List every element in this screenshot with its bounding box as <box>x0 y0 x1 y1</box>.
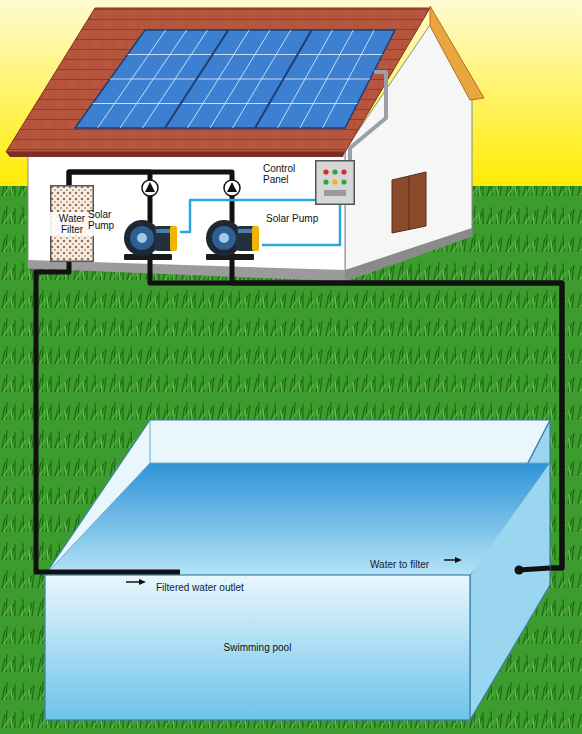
pump-drawing <box>236 226 258 251</box>
text-holder: Swimming pool <box>45 642 470 653</box>
control-box <box>332 169 337 174</box>
pool-drawing <box>45 575 470 720</box>
cable-conduit <box>350 72 386 160</box>
pool-drawing <box>45 463 550 575</box>
control-box <box>341 179 346 184</box>
solar-panel <box>75 30 395 128</box>
house <box>345 228 472 281</box>
house <box>430 6 484 100</box>
label-text: Water to filter <box>370 559 429 570</box>
outlet-label: Filtered water outlet <box>156 577 244 595</box>
control-box <box>315 160 355 205</box>
solar-panel <box>93 30 383 128</box>
node-text: Swimming pool <box>45 642 470 653</box>
flow-symbol <box>227 182 237 192</box>
solar-panel <box>323 30 375 128</box>
solar-panel <box>98 30 166 128</box>
node-text: Solar Pump <box>88 209 117 231</box>
flow-symbol <box>224 180 240 196</box>
control-box <box>324 190 346 196</box>
pump-drawing <box>230 205 235 223</box>
pump-drawing <box>154 226 176 251</box>
house <box>409 176 410 230</box>
solar-panel <box>255 30 312 128</box>
node-text: Water Filter <box>50 212 94 236</box>
pool-drawing <box>519 568 550 570</box>
pool-drawing <box>45 570 180 575</box>
filter-body <box>51 186 94 262</box>
pool-drawing <box>515 566 524 575</box>
control-box <box>323 169 328 174</box>
text-holder: Control Panel <box>263 163 311 185</box>
inlet-label: Water to filter <box>370 554 429 572</box>
pump-drawing <box>238 229 252 233</box>
pump-drawing <box>219 233 229 243</box>
pool-drawing <box>455 557 462 563</box>
solar-pump: Solar Pump <box>118 205 180 263</box>
pool-drawing <box>45 420 550 575</box>
pump-drawing <box>156 229 170 233</box>
house <box>28 260 345 281</box>
pool-drawing <box>45 420 550 720</box>
pool-drawing <box>126 581 140 583</box>
solar-panel <box>278 30 333 128</box>
water-pipe <box>36 262 69 572</box>
flow-symbol <box>142 180 158 196</box>
swimming-pool: Swimming pool <box>45 420 550 720</box>
water-filter: Water Filter <box>50 185 94 262</box>
flow-symbol <box>142 180 158 196</box>
pump-drawing <box>148 205 153 223</box>
node-text: Solar Pump <box>266 213 318 224</box>
text-holder: Water Filter <box>50 185 94 262</box>
text-holder: Solar Pump <box>88 209 117 231</box>
pool-drawing <box>45 463 550 575</box>
solar-panel <box>120 30 187 128</box>
solar-panel <box>300 30 353 128</box>
control-box <box>332 179 337 184</box>
solar-panel <box>165 30 228 128</box>
pump-drawing <box>200 205 262 263</box>
control-box <box>316 161 355 205</box>
house <box>6 152 345 157</box>
text-holder: Solar Pump <box>266 213 318 224</box>
pump-drawing <box>252 226 259 251</box>
label-text: Filtered water outlet <box>156 582 244 593</box>
solar-pump: Solar Pump <box>200 205 262 263</box>
house <box>6 6 484 281</box>
solar-panel <box>165 30 312 128</box>
node-text: Control Panel <box>263 163 311 185</box>
solar-panel <box>75 30 395 128</box>
power-wire <box>262 205 340 245</box>
house <box>6 8 430 152</box>
pool-drawing <box>444 559 456 561</box>
pump-drawing <box>137 233 147 243</box>
house <box>392 172 426 233</box>
pool-drawing <box>139 579 146 585</box>
house <box>28 150 345 281</box>
control-box <box>323 179 328 184</box>
solar-panel <box>233 30 291 128</box>
pump-drawing <box>170 226 177 251</box>
pump-drawing <box>212 226 236 250</box>
pool-drawing <box>150 420 151 463</box>
pump-drawing <box>118 205 180 263</box>
flow-symbol <box>224 180 240 196</box>
pump-drawing <box>130 226 154 250</box>
flow-symbol <box>145 182 155 192</box>
control-panel: Control Panel <box>315 160 355 205</box>
control-box <box>341 169 346 174</box>
